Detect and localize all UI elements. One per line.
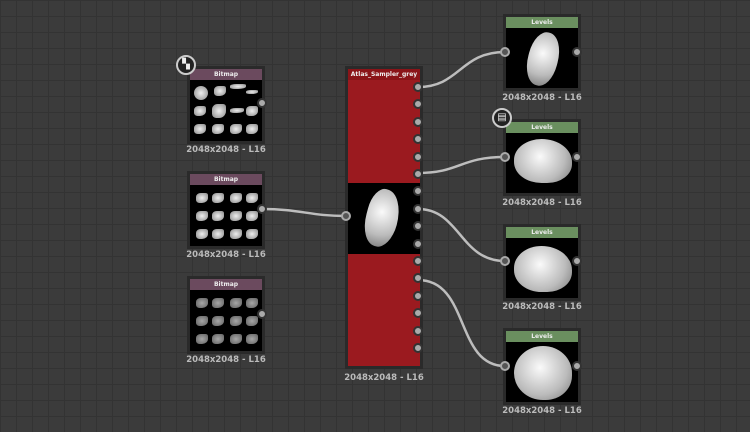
- input-port[interactable]: [500, 256, 510, 266]
- output-port[interactable]: [413, 256, 423, 266]
- output-port[interactable]: [413, 186, 423, 197]
- bitmap-node-2[interactable]: Bitmap: [187, 171, 265, 249]
- output-port[interactable]: [413, 116, 423, 127]
- node-title: Levels: [506, 122, 578, 133]
- node-resolution-label: 2048x2048 - L16: [502, 302, 582, 312]
- levels-node-3[interactable]: Levels: [503, 224, 581, 301]
- levels-node-2[interactable]: Levels: [503, 119, 581, 196]
- node-resolution-label: 2048x2048 - L16: [344, 373, 424, 383]
- output-port[interactable]: [413, 99, 423, 110]
- node-title: Levels: [506, 331, 578, 342]
- output-port[interactable]: [413, 169, 423, 179]
- node-resolution-label: 2048x2048 - L16: [502, 198, 582, 208]
- output-port[interactable]: [413, 151, 423, 162]
- atlas-sampler-node[interactable]: Atlas_Sampler_grey: [345, 66, 423, 369]
- output-port[interactable]: [413, 308, 423, 319]
- output-port[interactable]: [413, 203, 423, 214]
- levels-node-1[interactable]: Levels: [503, 14, 581, 91]
- wire: [417, 155, 506, 175]
- node-title: Bitmap: [190, 69, 262, 80]
- node-title: Bitmap: [190, 174, 262, 185]
- node-resolution-label: 2048x2048 - L16: [186, 145, 266, 155]
- output-port[interactable]: [257, 309, 267, 319]
- input-port[interactable]: [500, 361, 510, 371]
- output-port[interactable]: [413, 221, 423, 232]
- bitmap-node-1[interactable]: Bitmap: [187, 66, 265, 144]
- wire: [417, 50, 506, 89]
- wire: [417, 278, 506, 368]
- levels-thumbnail: [506, 133, 578, 193]
- atlas-preview: [348, 183, 420, 254]
- levels-thumbnail: [506, 342, 578, 402]
- output-port[interactable]: [413, 82, 423, 92]
- output-port[interactable]: [572, 47, 582, 57]
- bitmap-node-3[interactable]: Bitmap: [187, 276, 265, 354]
- output-port[interactable]: [257, 98, 267, 108]
- node-resolution-label: 2048x2048 - L16: [502, 93, 582, 103]
- wire: [417, 207, 506, 263]
- output-port[interactable]: [413, 134, 423, 145]
- node-title: Levels: [506, 227, 578, 238]
- output-port[interactable]: [413, 238, 423, 249]
- node-resolution-label: 2048x2048 - L16: [502, 406, 582, 416]
- input-port[interactable]: [500, 152, 510, 162]
- levels-thumbnail: [506, 238, 578, 298]
- output-port[interactable]: [413, 343, 423, 353]
- input-port[interactable]: [341, 211, 351, 221]
- node-title: Levels: [506, 17, 578, 28]
- document-icon: ▤: [492, 108, 512, 128]
- input-port[interactable]: [500, 47, 510, 57]
- output-port[interactable]: [572, 152, 582, 162]
- node-resolution-label: 2048x2048 - L16: [186, 250, 266, 260]
- node-resolution-label: 2048x2048 - L16: [186, 355, 266, 365]
- node-title: Bitmap: [190, 279, 262, 290]
- checker-icon: ▚: [176, 55, 196, 75]
- bitmap-thumbnail: [190, 185, 262, 246]
- levels-thumbnail: [506, 28, 578, 88]
- node-title: Atlas_Sampler_grey: [348, 69, 420, 80]
- output-port[interactable]: [413, 325, 423, 336]
- output-port[interactable]: [572, 361, 582, 371]
- bitmap-thumbnail: [190, 290, 262, 351]
- wire: [261, 207, 347, 218]
- levels-node-4[interactable]: Levels: [503, 328, 581, 405]
- output-port[interactable]: [257, 204, 267, 214]
- output-port[interactable]: [413, 290, 423, 301]
- output-port[interactable]: [572, 256, 582, 266]
- bitmap-thumbnail: [190, 80, 262, 141]
- output-port[interactable]: [413, 273, 423, 284]
